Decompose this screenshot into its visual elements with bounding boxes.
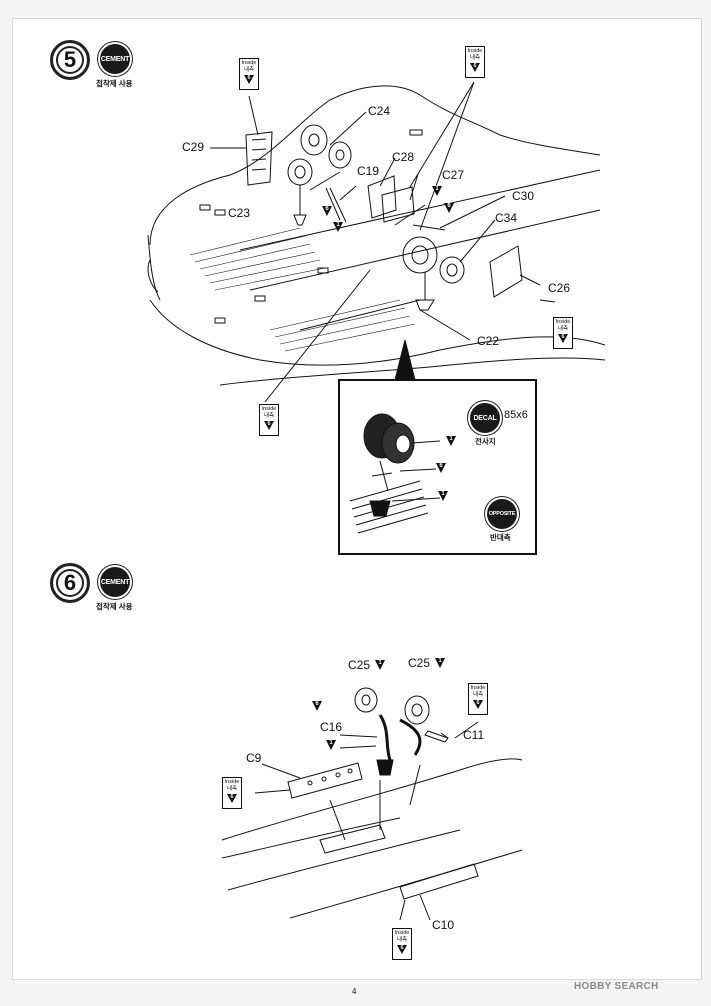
part-label-c26: C26	[548, 281, 571, 295]
opposite-badge: OPPOSITE	[487, 499, 517, 529]
step-number-6: 6	[50, 563, 90, 603]
part-label-c27: C27	[442, 168, 465, 182]
part-label-c30: C30	[512, 189, 535, 203]
marker-1: 1	[333, 222, 343, 232]
cement-badge-step6: CEMENT	[100, 567, 130, 597]
marker-1: 1	[438, 491, 448, 501]
part-label-c23: C23	[228, 206, 251, 220]
part-label-c19: C19	[357, 164, 380, 178]
decal-badge: DECAL	[470, 403, 500, 433]
marker-1: 1	[432, 186, 442, 196]
part-label-c16: C16	[320, 720, 343, 734]
watermark: HOBBY SEARCH	[574, 981, 659, 992]
marker-6: 6	[436, 463, 446, 473]
marker-6: 6	[444, 203, 454, 213]
part-label-c24: C24	[368, 104, 391, 118]
detail-drawing	[349, 413, 441, 534]
part-label-c25-left: C25	[348, 658, 371, 672]
marker-6: 6	[312, 701, 322, 711]
marker-1: 1	[375, 660, 385, 670]
decal-count: 85x6	[504, 409, 528, 421]
cement-caption-step6: 접착제 사용	[96, 602, 133, 611]
cement-caption-step5: 접착제 사용	[96, 79, 133, 88]
part-label-c22: C22	[477, 334, 500, 348]
part-label-c29: C29	[182, 140, 205, 154]
part-label-c11: C11	[463, 728, 485, 742]
part-label-c34: C34	[495, 211, 518, 225]
marker-1: 1	[326, 740, 336, 750]
part-label-c28: C28	[392, 150, 415, 164]
decal-caption: 전사지	[475, 437, 496, 446]
marker-6: 6	[322, 206, 332, 216]
part-label-c9: C9	[246, 751, 262, 765]
part-label-c25-right: C25	[408, 656, 431, 670]
page-number: 4	[352, 987, 357, 996]
marker-1: 1	[446, 436, 456, 446]
marker-1: 1	[435, 658, 445, 668]
opposite-caption: 반대측	[490, 533, 511, 542]
step-number-5: 5	[50, 40, 90, 80]
part-label-c10: C10	[432, 918, 455, 932]
detail-inset: 1 6 1 DECAL 85x6 전사지 OPPOSITE 반대측	[338, 379, 537, 555]
cement-badge-step5: CEMENT	[100, 44, 130, 74]
